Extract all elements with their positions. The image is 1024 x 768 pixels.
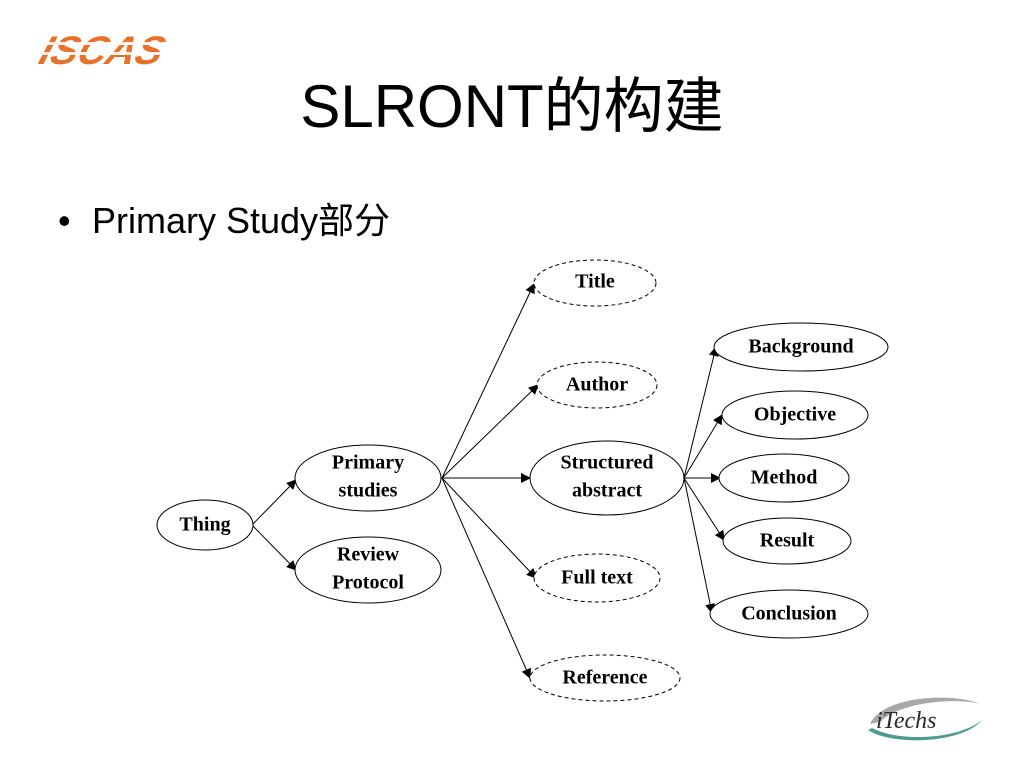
node-conclusion: Conclusion [709,589,869,639]
node-review-protocol-line2: Protocol [332,572,404,594]
itechs-logo: iTechs [868,697,982,741]
bullet-marker: • [58,200,71,241]
node-result: Result [722,517,852,565]
edge-abstract-conclusion [683,477,716,614]
node-thing: Thing [156,499,254,551]
edge-abstract-background [683,346,719,479]
node-author: Author [536,361,658,409]
node-method: Method [718,453,850,503]
node-result-label: Result [760,530,815,552]
node-primary-studies-line2: studies [339,480,398,502]
diagram-edges [251,283,725,679]
node-background: Background [713,322,889,372]
node-full-text: Full text [533,553,661,603]
bullet-text: Primary Study部分 [92,200,391,241]
node-thing-label: Thing [179,514,230,536]
node-method-label: Method [751,467,818,489]
node-review-protocol: Review Protocol [294,536,442,604]
node-background-label: Background [748,336,853,358]
node-title: Title [533,259,657,307]
node-structured-abstract-line2: abstract [572,480,642,502]
edge-primary-reference [441,477,531,679]
bullet-item: • Primary Study部分 [58,192,390,244]
node-full-text-label: Full text [561,567,633,589]
node-primary-studies-line1: Primary [332,452,404,474]
edge-abstract-objective [683,414,723,479]
edge-primary-title [441,283,535,479]
edge-thing-review [251,524,297,571]
itechs-logo-text: iTechs [876,708,936,734]
node-objective: Objective [721,390,869,440]
node-review-protocol-line1: Review [337,544,400,566]
node-objective-label: Objective [754,404,836,426]
node-author-label: Author [566,374,628,396]
edge-thing-primary [251,479,297,526]
node-title-label: Title [575,271,615,293]
node-conclusion-label: Conclusion [741,603,837,625]
node-structured-abstract: Structured abstract [529,440,685,516]
node-structured-abstract-line1: Structured [561,452,654,474]
iscas-logo: ISCAS [36,28,186,72]
page-title: SLRONT的构建 [300,73,724,140]
node-primary-studies: Primary studies [294,444,442,512]
iscas-logo-text: ISCAS [36,28,171,72]
node-reference-label: Reference [562,667,647,689]
edge-primary-fulltext [441,477,537,579]
edge-abstract-result [683,477,725,541]
edge-primary-author [441,384,539,479]
node-reference: Reference [529,654,681,702]
